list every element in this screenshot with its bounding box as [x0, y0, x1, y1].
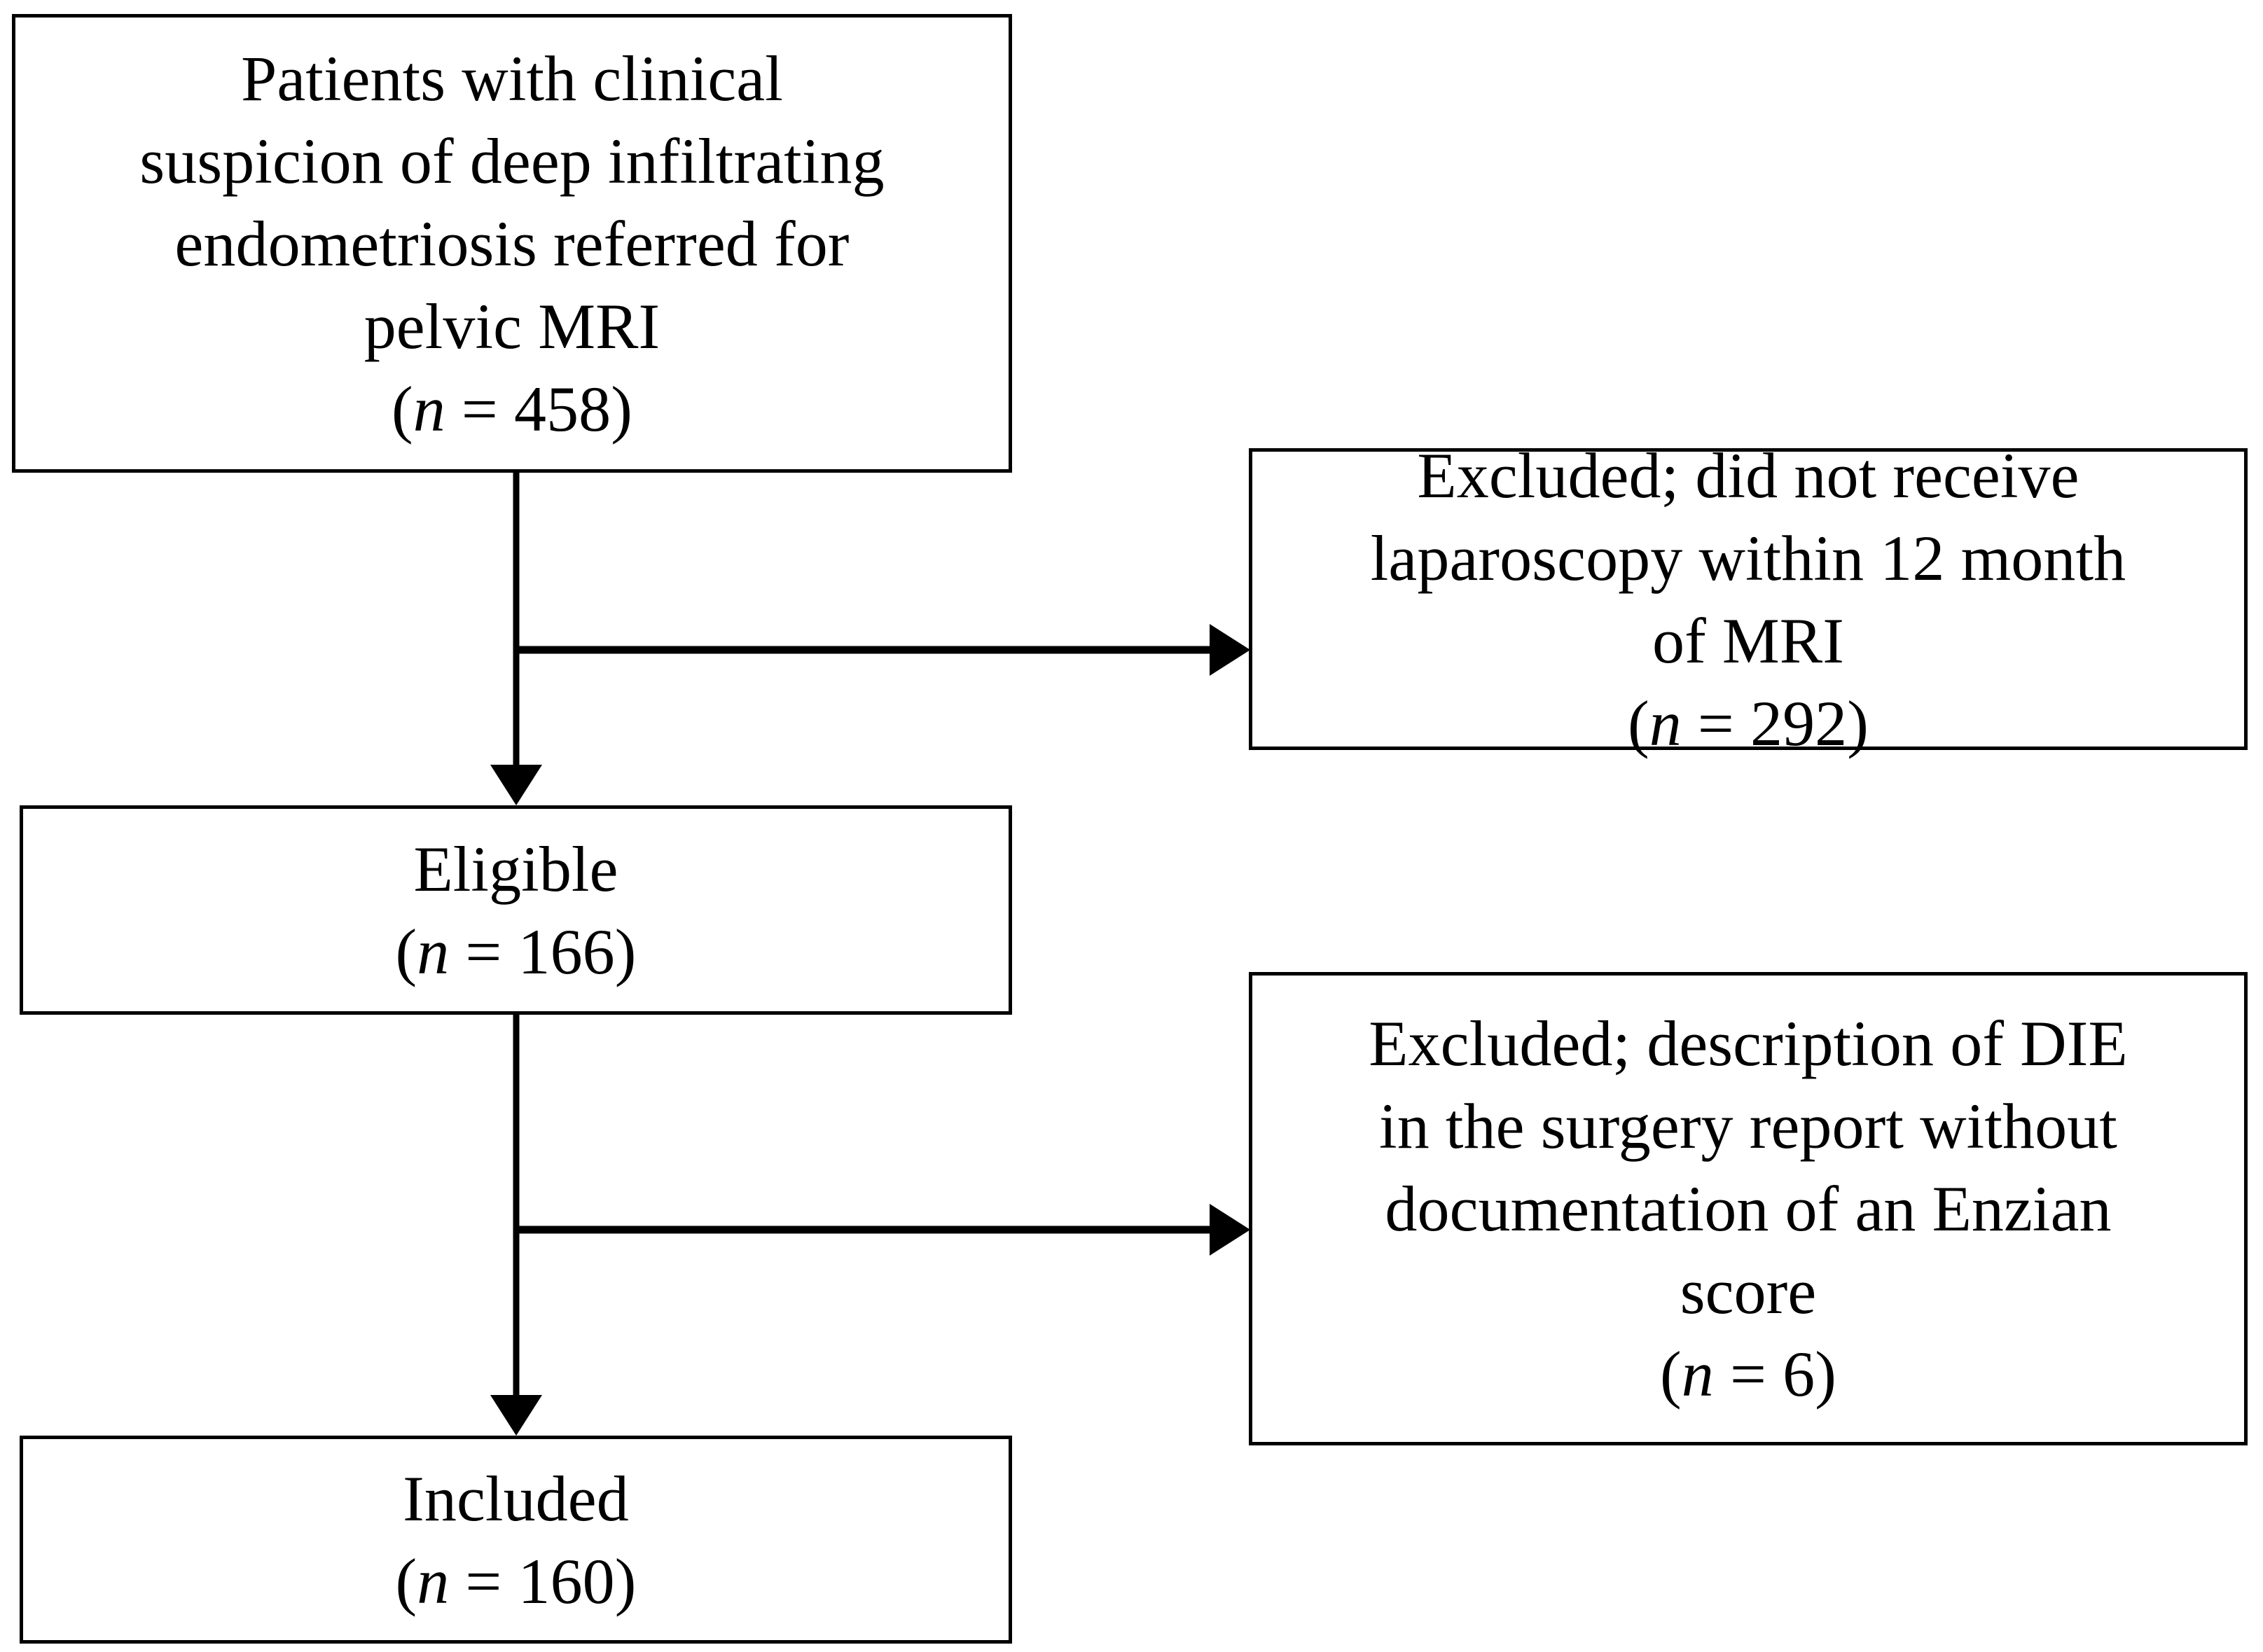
- count-symbol: n: [417, 1545, 450, 1617]
- node-excluded-2-line-3: documentation of an Enzian: [1385, 1173, 2112, 1244]
- paren-open: (: [395, 915, 417, 987]
- count-symbol: n: [417, 915, 450, 987]
- paren-close: ): [614, 1545, 637, 1617]
- paren-close: ): [614, 915, 637, 987]
- paren-close: ): [1847, 687, 1869, 759]
- node-excluded-2-count: (n = 6): [1660, 1333, 1836, 1415]
- count-equals: =: [449, 915, 518, 987]
- count-equals: =: [445, 373, 514, 445]
- paren-open: (: [1627, 687, 1649, 759]
- count-symbol: n: [1649, 687, 1682, 759]
- node-included-count: (n = 160): [395, 1540, 636, 1623]
- node-eligible: Eligible (n = 166): [20, 805, 1012, 1015]
- edge-eligible-to-included: [490, 1015, 542, 1436]
- count-equals: =: [1713, 1338, 1783, 1410]
- node-eligible-count: (n = 166): [395, 910, 636, 993]
- node-source-line-2: suspicion of deep infiltrating: [139, 125, 885, 197]
- node-excluded-no-enzian-score: Excluded; description of DIE in the surg…: [1249, 972, 2248, 1445]
- node-included: Included (n = 160): [20, 1436, 1012, 1644]
- count-symbol: n: [413, 373, 445, 445]
- node-excluded-2-line-1: Excluded; description of DIE: [1369, 1008, 2128, 1079]
- node-source-line-4: pelvic MRI: [364, 290, 660, 362]
- count-symbol: n: [1681, 1338, 1714, 1410]
- paren-close: ): [611, 373, 633, 445]
- node-excluded-2-line-4: score: [1680, 1256, 1817, 1327]
- count-value: 166: [518, 915, 615, 987]
- paren-open: (: [391, 373, 413, 445]
- paren-open: (: [1660, 1338, 1682, 1410]
- count-equals: =: [449, 1545, 518, 1617]
- node-excluded-1-line-2: laparoscopy within 12 month: [1370, 522, 2126, 594]
- paren-close: ): [1815, 1338, 1836, 1410]
- count-equals: =: [1681, 687, 1750, 759]
- edge-source-to-eligible: [490, 473, 542, 805]
- node-included-line-1: Included: [403, 1462, 629, 1534]
- node-source-cohort: Patients with clinical suspicion of deep…: [12, 14, 1012, 473]
- node-excluded-1-count: (n = 292): [1628, 682, 1869, 765]
- node-excluded-1-line-1: Excluded; did not receive: [1417, 439, 2079, 511]
- node-excluded-no-laparoscopy: Excluded; did not receive laparoscopy wi…: [1249, 440, 2248, 759]
- node-excluded-1-line-3: of MRI: [1652, 604, 1845, 676]
- edge-source-to-excluded-1: [516, 624, 1250, 676]
- node-source-line-1: Patients with clinical: [241, 42, 783, 114]
- node-excluded-2-line-2: in the surgery report without: [1379, 1090, 2117, 1162]
- count-value: 458: [513, 373, 611, 445]
- edge-eligible-to-excluded-2: [516, 1204, 1250, 1256]
- count-value: 6: [1783, 1338, 1815, 1410]
- count-value: 292: [1750, 687, 1848, 759]
- count-value: 160: [518, 1545, 615, 1617]
- node-eligible-line-1: Eligible: [413, 833, 618, 905]
- node-source-line-3: endometriosis referred for: [174, 207, 850, 279]
- paren-open: (: [395, 1545, 417, 1617]
- node-source-count: (n = 458): [392, 368, 632, 450]
